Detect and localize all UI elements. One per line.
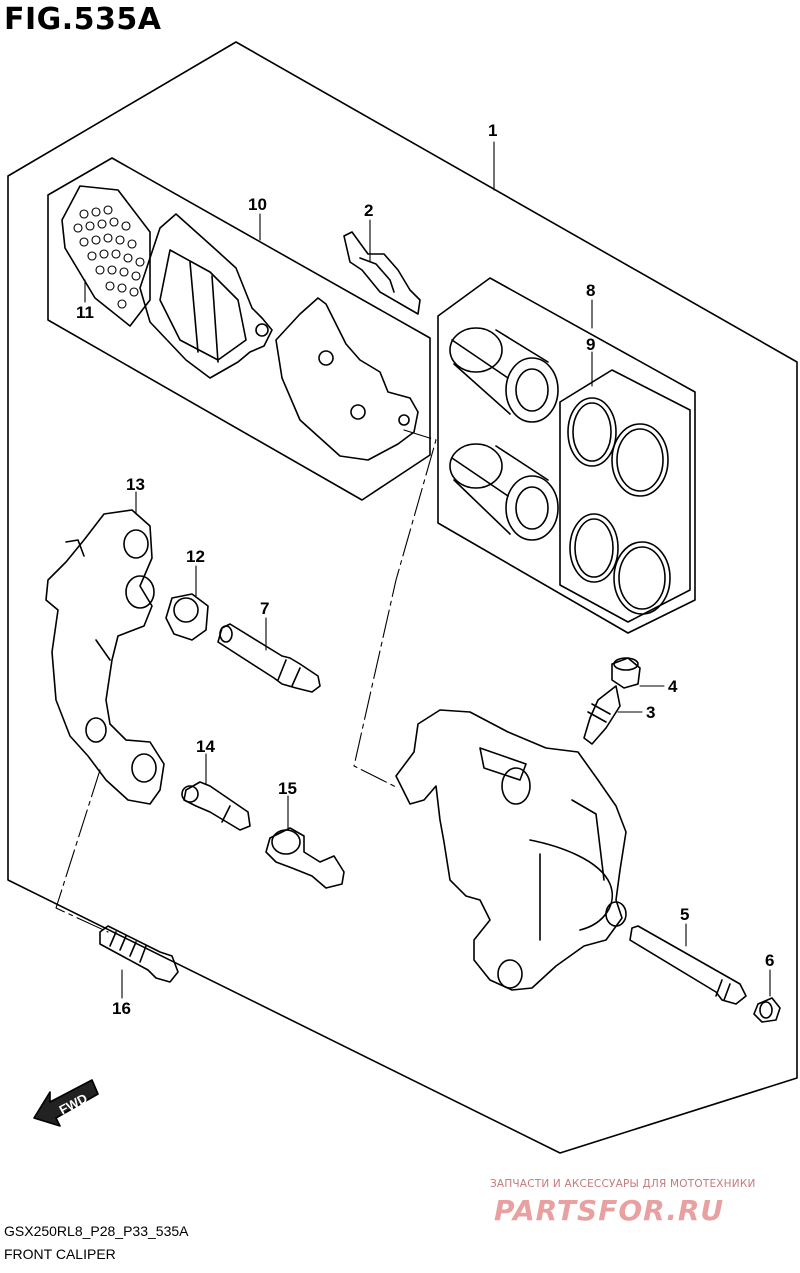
piston-top	[449, 327, 559, 423]
diagram-name: FRONT CALIPER	[4, 1246, 116, 1262]
callout-3: 3	[646, 703, 655, 722]
figure-title: FIG.535A	[4, 2, 162, 37]
mounting-bolt-15	[265, 827, 345, 889]
seal-set-box	[559, 369, 691, 623]
fwd-label: FWD	[57, 1090, 90, 1117]
caliper-bracket-part	[45, 509, 165, 805]
watermark-tagline: ЗАПЧАСТИ И АКСЕССУАРЫ ДЛЯ МОТОТЕХНИКИ	[490, 1178, 756, 1190]
brake-pad-rear	[275, 297, 419, 461]
callout-1: 1	[488, 121, 497, 140]
caliper-body-part	[395, 709, 627, 991]
bleeder-cap-part	[611, 657, 641, 689]
boot-part	[165, 593, 209, 641]
callout-12: 12	[186, 547, 205, 566]
callout-2: 2	[364, 201, 373, 220]
shim-part	[61, 185, 151, 327]
callout-11: 11	[76, 303, 94, 322]
bleeder-valve-part	[583, 685, 621, 745]
callout-8: 8	[586, 281, 595, 300]
callout-7: 7	[260, 599, 269, 618]
mounting-bolt-16	[99, 925, 179, 983]
piston-bottom	[449, 443, 559, 541]
slide-pin-14	[181, 781, 251, 831]
callout-15: 15	[278, 779, 297, 798]
piston-set-box	[437, 277, 696, 634]
callout-10: 10	[248, 195, 267, 214]
callout-labels: 1 2 3 4 5 6 7 8 9 10 11 12 13 14 15 16	[76, 121, 774, 1018]
diagram-code: GSX250RL8_P28_P33_535A	[4, 1223, 189, 1239]
pin-clip-part	[753, 997, 781, 1023]
assembly-outline	[7, 41, 798, 1154]
pad-set-box	[47, 157, 431, 501]
fwd-arrow-icon	[33, 1079, 99, 1127]
pad-pin-5	[629, 925, 747, 1005]
callout-9: 9	[586, 335, 595, 354]
slide-pin-7	[217, 623, 321, 693]
callout-4: 4	[668, 677, 678, 696]
callout-14: 14	[196, 737, 215, 756]
brake-pad-front	[139, 213, 273, 379]
callout-5: 5	[680, 905, 689, 924]
pad-spring-part	[343, 231, 421, 315]
watermark-logo: PARTSFOR.RU	[494, 1194, 725, 1227]
callout-6: 6	[765, 951, 774, 970]
piston-seals	[567, 397, 671, 615]
callout-13: 13	[126, 475, 145, 494]
leader-lines	[55, 141, 771, 999]
callout-16: 16	[112, 999, 131, 1018]
